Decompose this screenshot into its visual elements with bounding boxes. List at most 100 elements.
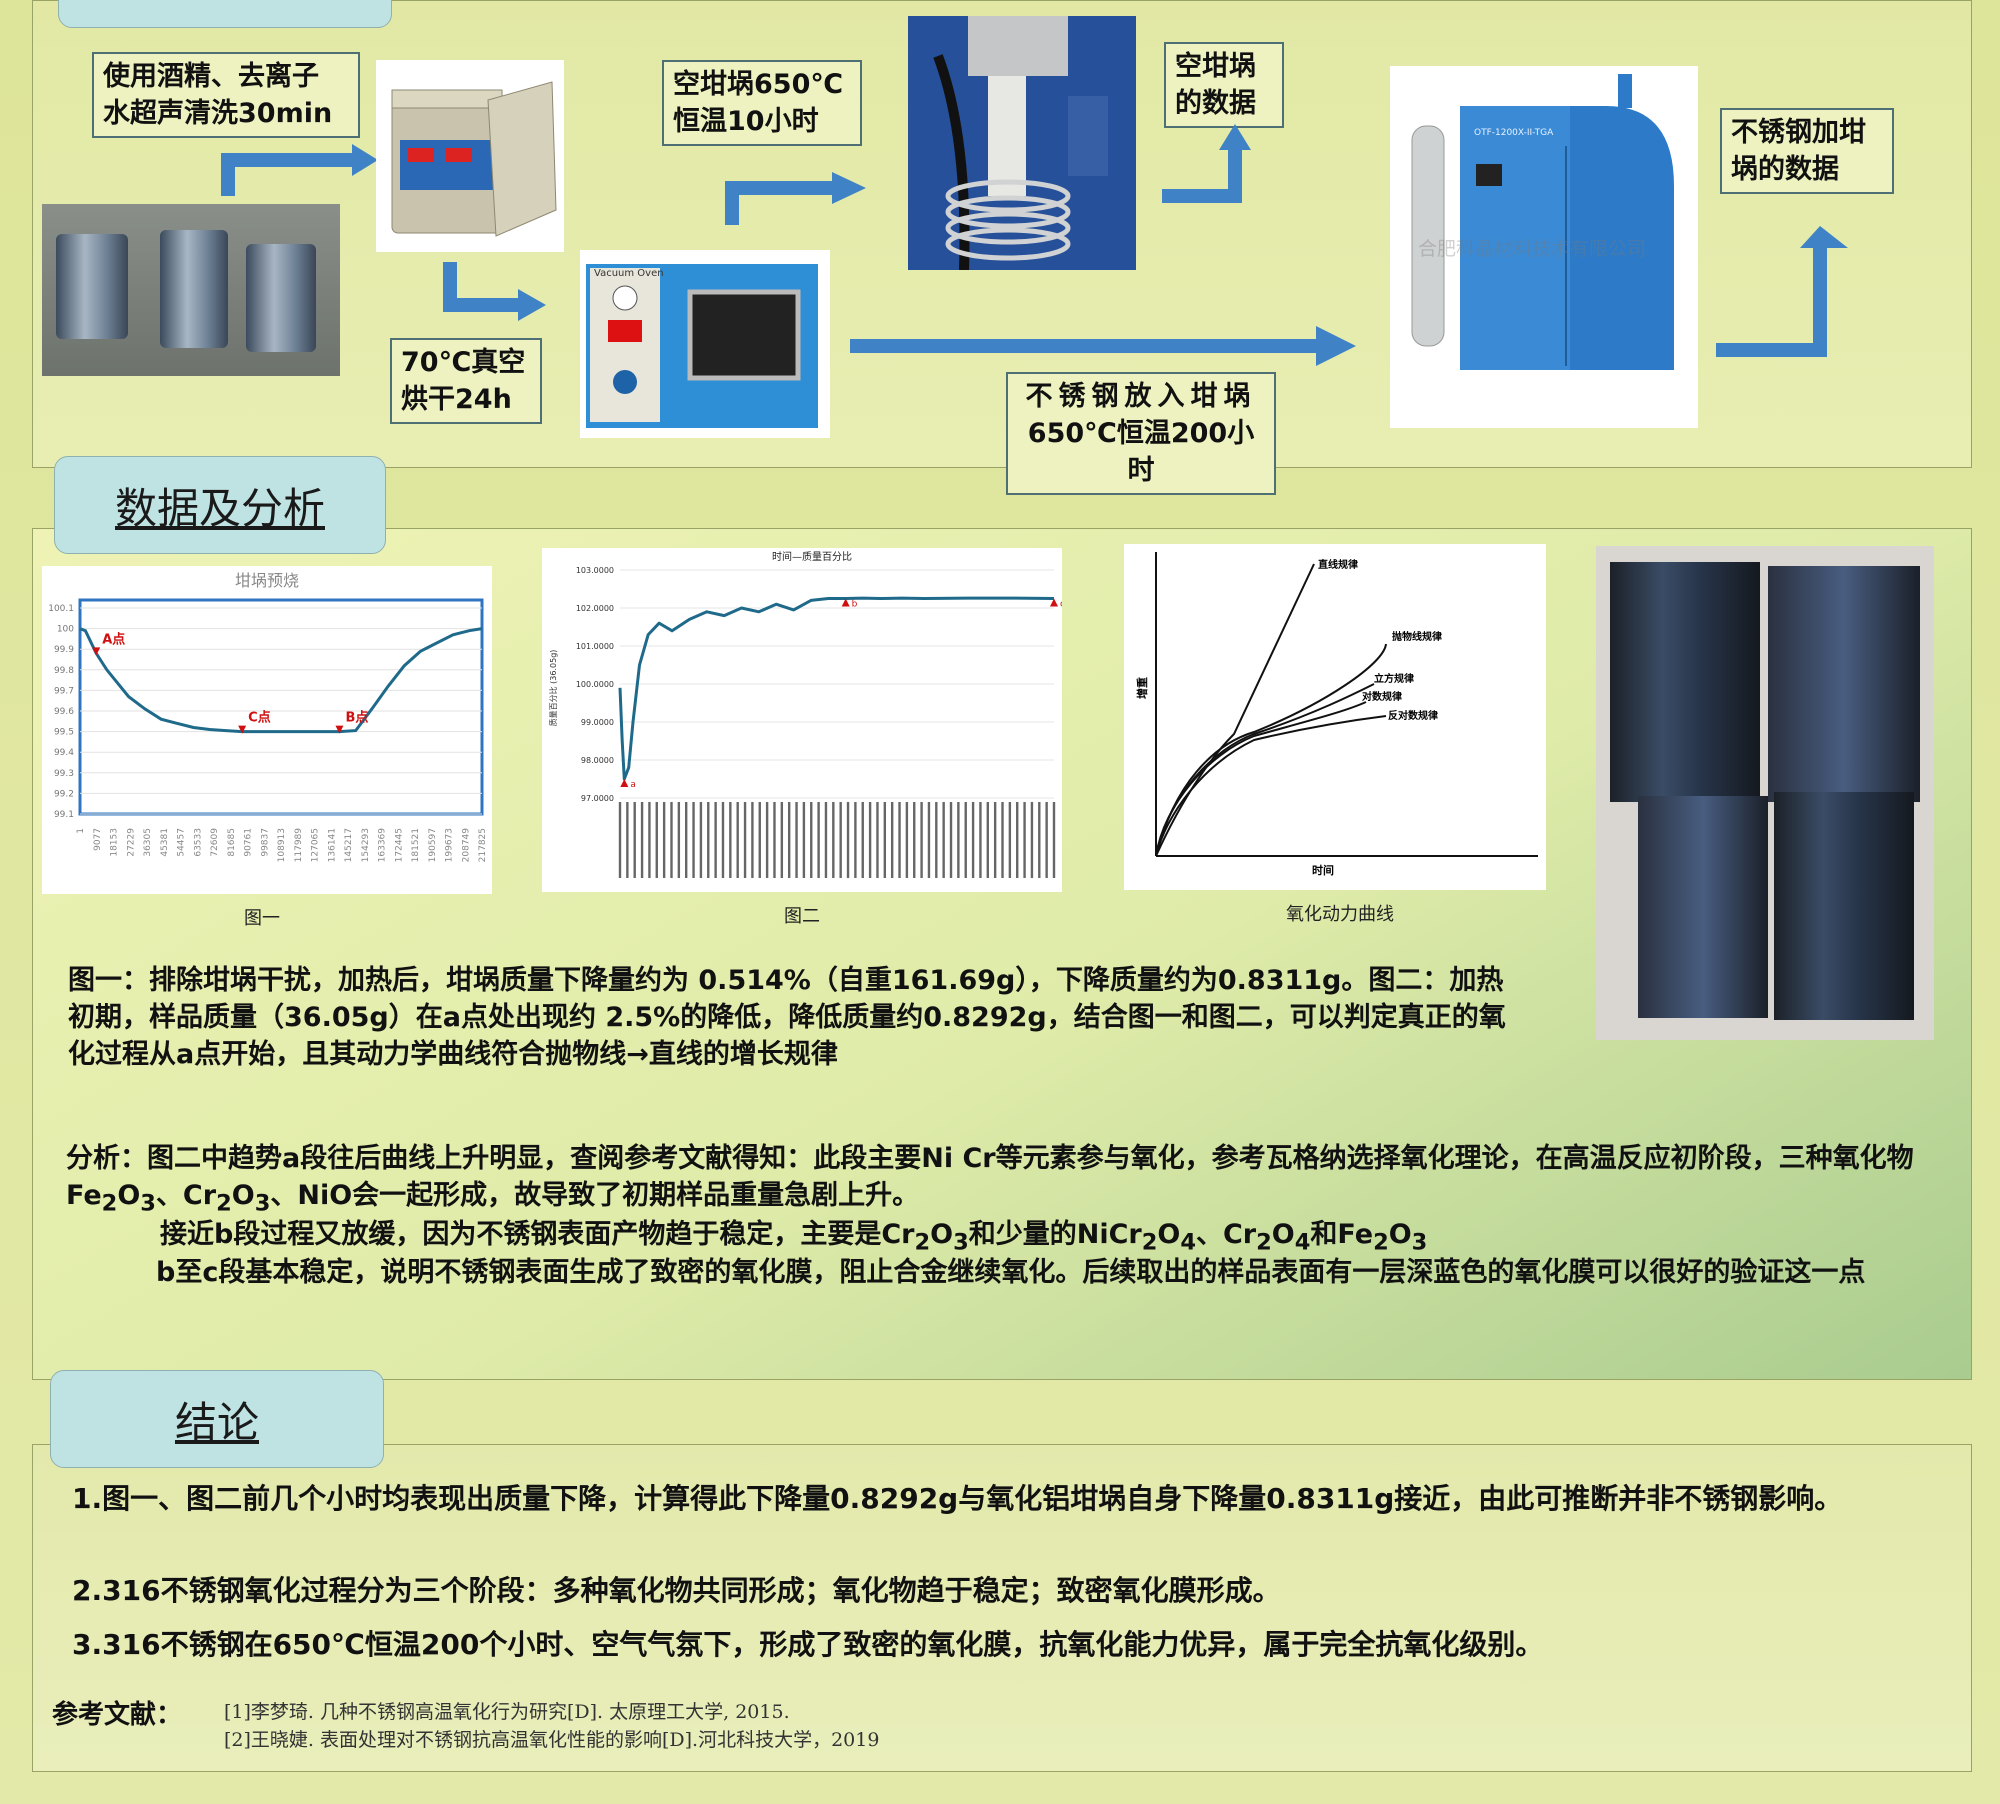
references-list: [1]李梦琦. 几种不锈钢高温氧化行为研究[D]. 太原理工大学, 2015. …	[224, 1698, 879, 1754]
ultrasonic-cleaner-photo	[376, 60, 564, 252]
label-steel-data: 不锈钢加坩 埚的数据	[1720, 108, 1894, 194]
arrow-head-4	[1219, 124, 1251, 150]
arrow-to-oven	[443, 262, 520, 312]
fig3-ylabel: 增重	[1135, 677, 1149, 699]
fig1-xtick-label: 136141	[327, 828, 337, 862]
reference-item: [2]王晓婕. 表面处理对不锈钢抗高温氧化性能的影响[D].河北科技大学，201…	[224, 1729, 880, 1751]
furnace-watermark-text: 合肥科晶材料技术有限公司	[1418, 238, 1647, 260]
fig2-ytick-label: 100.0000	[576, 680, 614, 689]
fig1-marker	[335, 725, 344, 734]
fig1-xtick-label: 163369	[378, 828, 388, 863]
analysis-tab: 数据及分析	[54, 456, 386, 554]
fig1-ytick-label: 99.3	[54, 769, 74, 779]
fig1-ytick-label: 99.9	[54, 645, 74, 655]
fig3-legend-label: 反对数规律	[1388, 709, 1438, 722]
fig3-legend-label: 立方规律	[1374, 672, 1414, 685]
fig1-xtick-label: 90761	[244, 828, 254, 857]
fig1-xtick-label: 1	[76, 828, 86, 834]
fig2-annotation: a	[630, 780, 636, 790]
fig2-marker	[841, 598, 850, 607]
arrow-up-empty-data	[1162, 148, 1242, 203]
vacuum-oven-photo: Vacuum Oven	[580, 250, 830, 438]
fig1-annotation: B点	[345, 710, 368, 726]
arrow-head-2	[518, 289, 546, 321]
arrow-to-cleaner	[221, 153, 355, 196]
fig1-annotation: A点	[102, 631, 125, 647]
fig2-title: 时间—质量百分比	[772, 550, 852, 563]
fig1-xtick-label: 81685	[227, 828, 237, 857]
process-arrows	[221, 124, 1848, 366]
label-empty-crucible: 空坩埚650℃ 恒温10小时	[662, 60, 862, 146]
fig2-ytick-label: 97.0000	[581, 794, 614, 803]
arrow-head-6	[1800, 226, 1848, 248]
fig1-ytick-label: 99.1	[54, 810, 74, 820]
oxidized-samples-photo	[1596, 546, 1934, 1040]
fig1-xtick-label: 18153	[110, 828, 120, 857]
fig1-xtick-label: 108913	[277, 828, 287, 862]
fig2-marker	[1050, 598, 1058, 607]
fig1-caption: 图一	[244, 908, 280, 929]
fig3-series-line	[1155, 715, 1387, 857]
fig1-ytick-label: 100.1	[48, 604, 74, 614]
steel-samples-photo	[42, 204, 340, 376]
analysis-title: 数据及分析	[114, 483, 325, 533]
fig3-legend-label: 对数规律	[1362, 690, 1402, 703]
fig1-xtick-label: 172445	[394, 828, 404, 862]
fig1-xtick-label: 72609	[210, 828, 220, 857]
fig1-title: 坩埚预烧	[235, 571, 299, 590]
fig1-marker	[238, 725, 247, 734]
fig2-ytick-label: 103.0000	[576, 566, 614, 575]
fig1-xtick-label: 190597	[428, 828, 438, 862]
fig1-xtick-label: 117989	[294, 828, 304, 863]
fig1-xtick-label: 27229	[126, 828, 136, 857]
fig1-xtick-label: 208749	[461, 828, 471, 863]
crucible-holder-photo	[908, 16, 1136, 270]
fig1-annotation: C点	[248, 710, 271, 726]
fig3-xlabel: 时间	[1312, 863, 1334, 877]
fig1-ytick-label: 99.8	[54, 666, 74, 676]
conclusion-3: 3.316不锈钢在650℃恒温200个小时、空气气氛下，形成了致密的氧化膜，抗氧…	[72, 1628, 1544, 1661]
conclusion-title: 结论	[174, 1397, 259, 1447]
fig3-legend-label: 直线规律	[1318, 558, 1358, 571]
conclusion-tab: 结论	[50, 1370, 384, 1468]
fig1-xtick-label: 36305	[143, 828, 153, 857]
fig2-ytick-label: 98.0000	[581, 756, 614, 765]
label-dry: 70℃真空 烘干24h	[390, 338, 542, 424]
label-steel-crucible: 不锈钢放入坩埚 650℃恒温200小时	[1006, 372, 1276, 495]
fig3-series-line	[1155, 701, 1367, 857]
conclusion-1: 1.图一、图二前几个小时均表现出质量下降，计算得此下降量0.8292g与氧化铝坩…	[72, 1482, 1843, 1515]
analysis-para-1: 图一：排除坩埚干扰，加热后，坩埚质量下降量约为 0.514%（自重161.69g…	[68, 965, 1506, 1070]
top-tab-remnant	[58, 0, 392, 28]
fig1-xtick-label: 154293	[361, 828, 371, 862]
conclusion-2: 2.316不锈钢氧化过程分为三个阶段：多种氧化物共同形成；氧化物趋于稳定；致密氧…	[72, 1574, 1281, 1607]
fig2-annotation: c	[1060, 600, 1062, 610]
fig3-series-line	[1155, 643, 1387, 857]
analysis-para-2: 分析：图二中趋势a段往后曲线上升明显，查阅参考文献得知：此段主要Ni Cr等元素…	[66, 1143, 1914, 1217]
fig1-xtick-label: 63533	[193, 828, 203, 857]
fig1-ytick-label: 99.6	[54, 707, 74, 717]
fig1-ytick-label: 99.7	[54, 686, 74, 696]
analysis-para-3: 接近b段过程又放缓，因为不锈钢表面产物趋于稳定，主要是Cr2O3和少量的NiCr…	[160, 1219, 1428, 1256]
fig3-series-line	[1155, 563, 1315, 857]
arrow-head-3	[832, 172, 866, 204]
fig2-ytick-label: 101.0000	[576, 642, 614, 651]
fig3-legend-label: 抛物线规律	[1392, 630, 1442, 643]
fig2-caption: 图二	[784, 906, 820, 927]
reference-item: [1]李梦琦. 几种不锈钢高温氧化行为研究[D]. 太原理工大学, 2015.	[224, 1701, 790, 1723]
fig3-chart: 增重时间 直线规律抛物线规律立方规律对数规律反对数规律	[1124, 544, 1546, 890]
label-clean: 使用酒精、去离子 水超声清洗30min	[92, 52, 360, 138]
oven-brand-text: Vacuum Oven	[594, 268, 664, 279]
conclusion-panel	[32, 1444, 1972, 1772]
fig1-ytick-label: 99.2	[54, 789, 74, 799]
fig1-xtick-label: 181521	[411, 828, 421, 862]
arrow-head-1	[352, 144, 378, 176]
arrow-to-holder	[725, 181, 835, 225]
fig1-ytick-label: 100	[57, 625, 74, 635]
fig2-series-line	[618, 596, 1055, 781]
fig3-series-line	[1155, 683, 1375, 857]
fig1-xtick-label: 127065	[311, 828, 321, 862]
fig1-xtick-label: 199673	[445, 828, 455, 862]
